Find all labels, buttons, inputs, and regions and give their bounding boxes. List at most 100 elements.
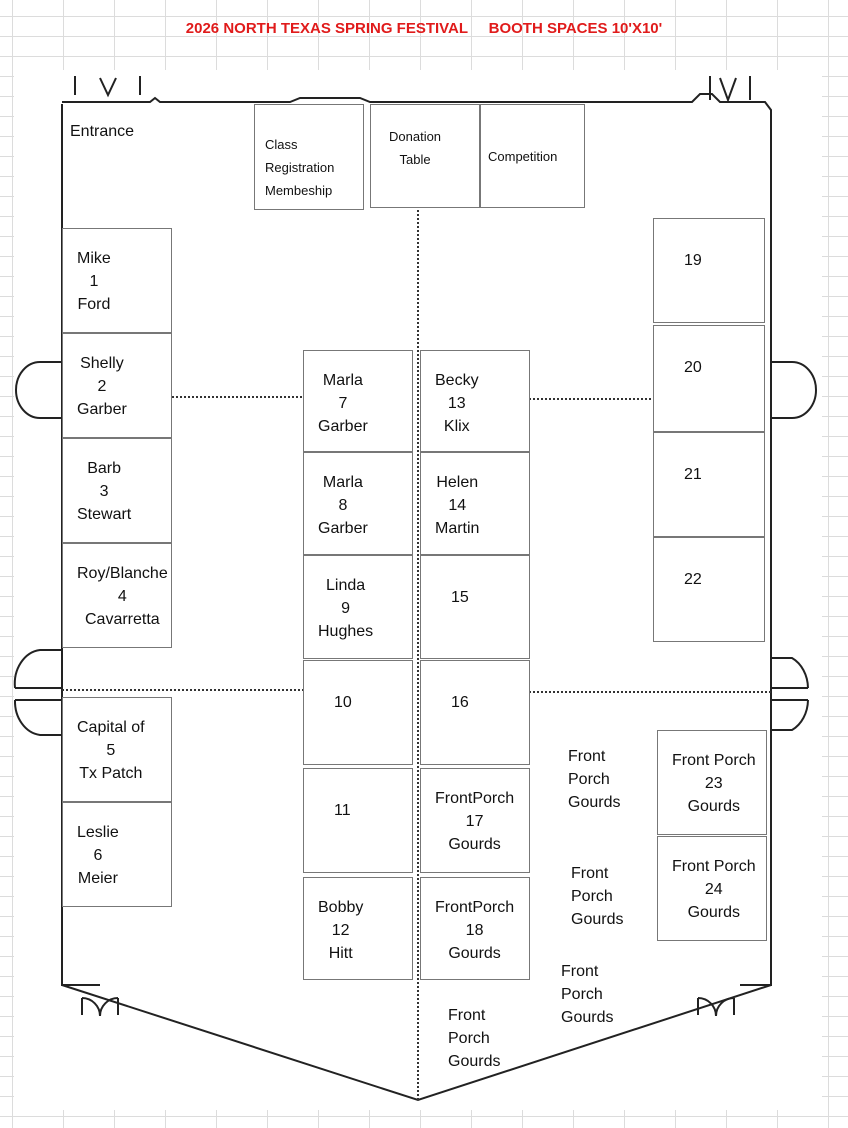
booth-name: Garber <box>77 401 127 418</box>
booth-number: 9 <box>341 600 351 617</box>
area-label: Front <box>561 963 599 980</box>
area-label: Front <box>571 865 609 882</box>
booth-10: 10 <box>303 660 413 765</box>
booth-number: 16 <box>451 694 469 711</box>
booth-number: 20 <box>684 359 702 376</box>
booth-number: 17 <box>465 813 484 830</box>
booth-name: Capital of <box>77 719 145 736</box>
booth-number: 24 <box>704 881 723 898</box>
booth-name: Marla <box>322 474 363 491</box>
booth-name: Tx Patch <box>79 765 143 782</box>
aisle-lines <box>62 210 771 1100</box>
booth-name: Cavarretta <box>85 611 160 628</box>
booth-name: Gourds <box>448 836 501 853</box>
booth-name: Linda <box>326 577 366 594</box>
area-label: Porch <box>561 986 603 1003</box>
booth-20: 20 <box>653 325 765 432</box>
booth-19: 19 <box>653 218 765 323</box>
booth-name: Front Porch <box>672 752 756 769</box>
booth-name: Ford <box>77 296 111 313</box>
booth-16: 16 <box>420 660 530 765</box>
sheet-title: 2026 NORTH TEXAS SPRING FESTIVAL BOOTH S… <box>185 20 663 37</box>
booth-21: 21 <box>653 432 765 537</box>
booth-11: 11 <box>303 768 413 873</box>
area-label: Porch <box>568 771 610 788</box>
area-label: Front <box>448 1007 486 1024</box>
booth-name: Gourds <box>687 904 741 921</box>
booth-competition: Competition <box>480 104 585 208</box>
area-label: Gourds <box>568 794 621 811</box>
booth-number: 2 <box>97 378 107 395</box>
booth-number: 15 <box>451 589 469 606</box>
booth-name: Mike <box>77 250 111 267</box>
booth-number: 6 <box>93 847 103 864</box>
booth-name: Martin <box>435 520 480 537</box>
booth-name: Roy/Blanche <box>77 565 168 582</box>
booth-number: 8 <box>338 497 348 514</box>
booth-name: Stewart <box>77 506 132 523</box>
booth-number: 18 <box>465 922 484 939</box>
booth-name: FrontPorch <box>435 899 515 916</box>
booth-number: 7 <box>338 395 348 412</box>
booth-name: Hughes <box>318 623 374 640</box>
booth-name: Shelly <box>80 355 124 372</box>
booth-15: 15 <box>420 555 530 659</box>
area-label: Front <box>568 748 606 765</box>
booth-name: Bobby <box>318 899 364 916</box>
booth-5: Capital of 5 Tx Patch <box>62 697 172 802</box>
booth-name: Meier <box>77 870 118 887</box>
booth-number: 5 <box>106 742 116 759</box>
booth-number: 14 <box>448 497 467 514</box>
area-label: Porch <box>571 888 613 905</box>
booth-name: Hitt <box>328 945 353 962</box>
booth-number: 13 <box>447 395 466 412</box>
area-label: Gourds <box>571 911 624 928</box>
booth-number: 12 <box>331 922 350 939</box>
booth-name: Barb <box>87 460 122 477</box>
booth-number: 11 <box>334 802 351 819</box>
booth-number: 1 <box>89 273 99 290</box>
booth-number: 4 <box>117 588 127 605</box>
area-label: Gourds <box>448 1053 501 1070</box>
booth-name: Klix <box>443 418 470 435</box>
booth-name: Leslie <box>77 824 119 841</box>
booth-name: Marla <box>322 372 363 389</box>
booth-name: Front Porch <box>672 858 756 875</box>
area-label: Porch <box>448 1030 490 1047</box>
entrance-label: Entrance <box>70 123 135 140</box>
booth-22: 22 <box>653 537 765 642</box>
booth-name: Becky <box>435 372 479 389</box>
booth-number: 21 <box>684 466 702 483</box>
booth-name: FrontPorch <box>435 790 515 807</box>
booth-name: Helen <box>436 474 479 491</box>
booth-number: 23 <box>704 775 723 792</box>
area-label: Gourds <box>561 1009 614 1026</box>
booth-name: Gourds <box>448 945 501 962</box>
booth-name: Garber <box>318 520 368 537</box>
booth-name: Gourds <box>687 798 741 815</box>
booth-number: 10 <box>334 694 352 711</box>
booth-number: 3 <box>99 483 109 500</box>
booth-number: 22 <box>684 571 702 588</box>
booth-name: Garber <box>318 418 368 435</box>
